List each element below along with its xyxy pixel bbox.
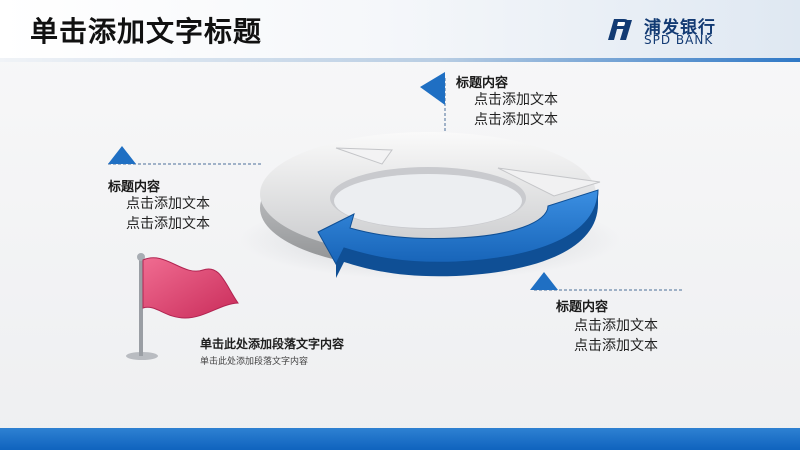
callout-text-line[interactable]: 点击添加文本 bbox=[574, 318, 658, 334]
callout-title[interactable]: 标题内容 bbox=[108, 180, 161, 195]
blue-arrow-side bbox=[336, 190, 598, 278]
triangle-flag-icon bbox=[530, 272, 558, 290]
callout-title[interactable]: 标题内容 bbox=[556, 300, 609, 315]
callout-text-line[interactable]: 点击添加文本 bbox=[126, 196, 210, 212]
slide-header bbox=[0, 0, 800, 58]
gray-arrow-head-icon bbox=[497, 167, 601, 197]
callout-text-line[interactable]: 点击添加文本 bbox=[574, 338, 658, 354]
slide-title[interactable]: 单击添加文字标题 bbox=[30, 15, 263, 48]
flag-note-body[interactable]: 单击此处添加段落文字内容 bbox=[200, 357, 309, 367]
callout-text-line[interactable]: 点击添加文本 bbox=[474, 92, 558, 108]
header-rule bbox=[0, 58, 800, 62]
flag-note-title[interactable]: 单击此处添加段落文字内容 bbox=[200, 337, 345, 351]
callout-title[interactable]: 标题内容 bbox=[456, 76, 509, 91]
callout-text-line[interactable]: 点击添加文本 bbox=[474, 112, 558, 128]
red-flag-icon bbox=[142, 257, 239, 319]
spd-bank-logo-icon bbox=[608, 19, 632, 40]
brand-logo: 浦发银行 SPD BANK bbox=[602, 10, 772, 52]
triangle-flag-icon bbox=[420, 72, 445, 105]
flag-pole-tip bbox=[137, 253, 145, 261]
ring-hole bbox=[334, 174, 522, 228]
brand-name-en: SPD BANK bbox=[644, 33, 714, 47]
callout-text-line[interactable]: 点击添加文本 bbox=[126, 216, 210, 232]
brand-name-cn: 浦发银行 bbox=[644, 18, 716, 38]
flag-pole bbox=[139, 258, 143, 356]
triangle-flag-icon bbox=[108, 146, 136, 164]
gray-arrow-head-icon bbox=[335, 147, 393, 165]
footer-bar bbox=[0, 428, 800, 450]
